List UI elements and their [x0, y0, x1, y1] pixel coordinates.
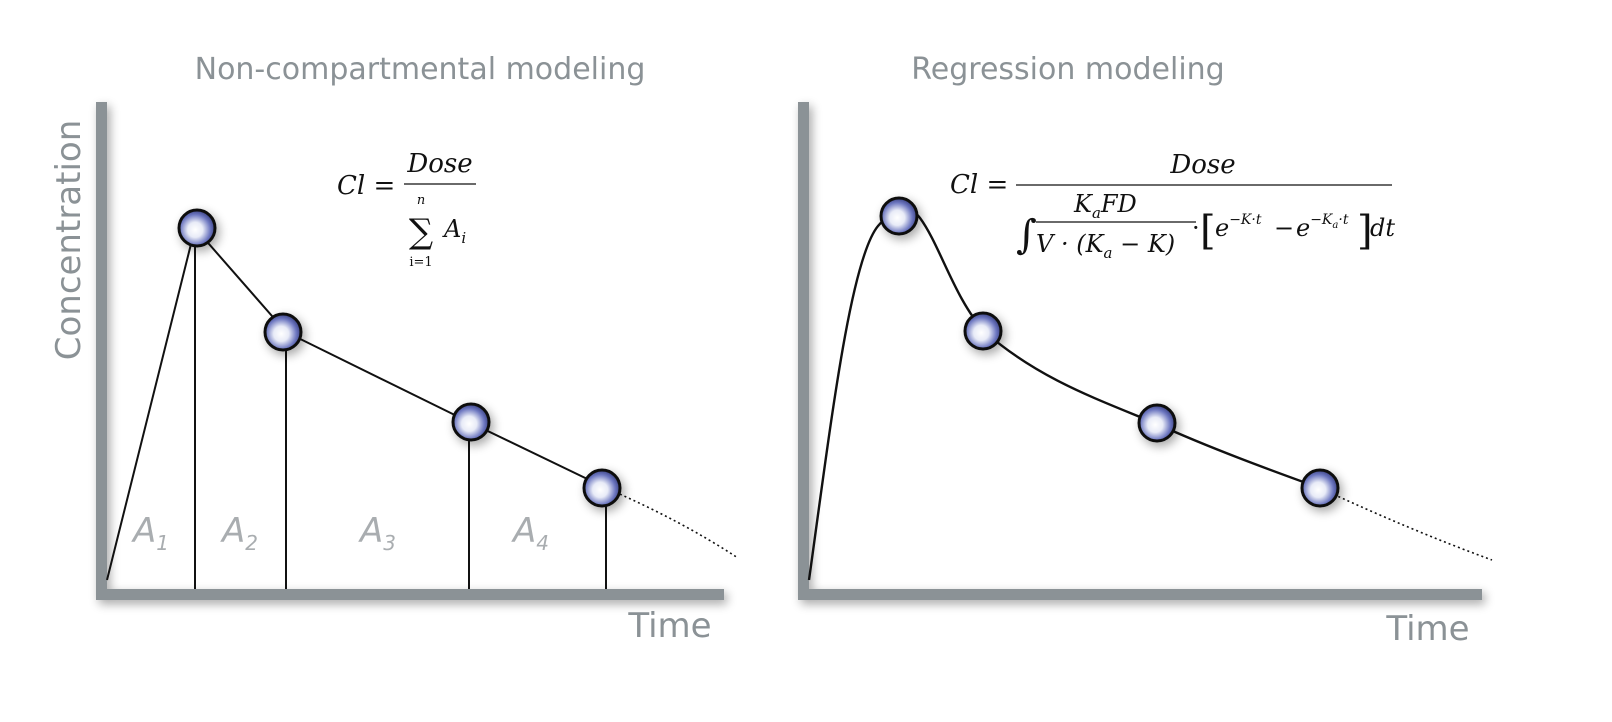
- x-axis: [798, 589, 1482, 600]
- area-label-a1: A1: [131, 511, 169, 555]
- fitted-curve: [807, 208, 1321, 581]
- sum-symbol: ∑: [409, 212, 433, 252]
- panel-non-compartmental: Non-compartmental modeling Concentration…: [49, 52, 739, 646]
- x-axis-label: Time: [627, 606, 711, 646]
- exp-term-1: e−K·t: [1215, 212, 1262, 242]
- x-axis: [96, 589, 724, 600]
- area-label-a4: A4: [511, 511, 549, 555]
- integral-symbol: ∫: [1016, 212, 1037, 258]
- area-label-a3: A3: [358, 511, 396, 555]
- bracket-close: ]: [1357, 208, 1373, 254]
- formula-numerator: Dose: [1169, 150, 1235, 180]
- data-point-marker: [1137, 403, 1177, 443]
- y-axis: [96, 102, 107, 597]
- data-markers: [177, 208, 622, 508]
- panel-title: Non-compartmental modeling: [195, 52, 646, 87]
- data-markers: [879, 196, 1340, 508]
- bracket-open: [: [1200, 208, 1216, 254]
- minus-operator: −: [1274, 214, 1294, 242]
- formula-lhs: Cl =: [950, 170, 1008, 200]
- axes: [96, 102, 724, 600]
- panel-regression: Regression modeling Time Cl = Dose ∫ KaF…: [798, 52, 1493, 649]
- extrapolation-dotted: [605, 487, 739, 559]
- clearance-formula-integral: Cl = Dose ∫ KaFD V · (Ka − K) · [ e−K·t …: [950, 150, 1395, 262]
- data-point-marker: [263, 312, 303, 352]
- y-axis: [798, 102, 809, 597]
- axes: [798, 102, 1482, 600]
- sum-term: Ai: [442, 215, 466, 247]
- data-point-marker: [451, 402, 491, 442]
- panel-title: Regression modeling: [911, 52, 1224, 87]
- inner-denominator: V · (Ka − K): [1036, 230, 1175, 262]
- inner-numerator: KaFD: [1073, 190, 1137, 222]
- x-axis-label: Time: [1385, 609, 1469, 649]
- data-point-marker: [963, 311, 1003, 351]
- differential-dt: dt: [1370, 214, 1395, 242]
- clearance-formula-sum: Cl = Dose n ∑ i=1 Ai: [337, 149, 476, 270]
- dot-operator: ·: [1192, 214, 1200, 242]
- formula-lhs: Cl =: [337, 171, 395, 201]
- formula-numerator: Dose: [406, 149, 472, 179]
- data-point-marker: [177, 208, 217, 248]
- exp-term-2: e−Ka·t: [1296, 212, 1349, 242]
- data-point-marker: [582, 468, 622, 508]
- area-label-a2: A2: [220, 511, 258, 555]
- sum-lower: i=1: [409, 255, 432, 270]
- data-point-marker: [1300, 468, 1340, 508]
- y-axis-label: Concentration: [49, 120, 89, 361]
- extrapolation-dotted: [1319, 487, 1493, 561]
- data-point-marker: [879, 196, 919, 236]
- sum-upper: n: [417, 193, 425, 208]
